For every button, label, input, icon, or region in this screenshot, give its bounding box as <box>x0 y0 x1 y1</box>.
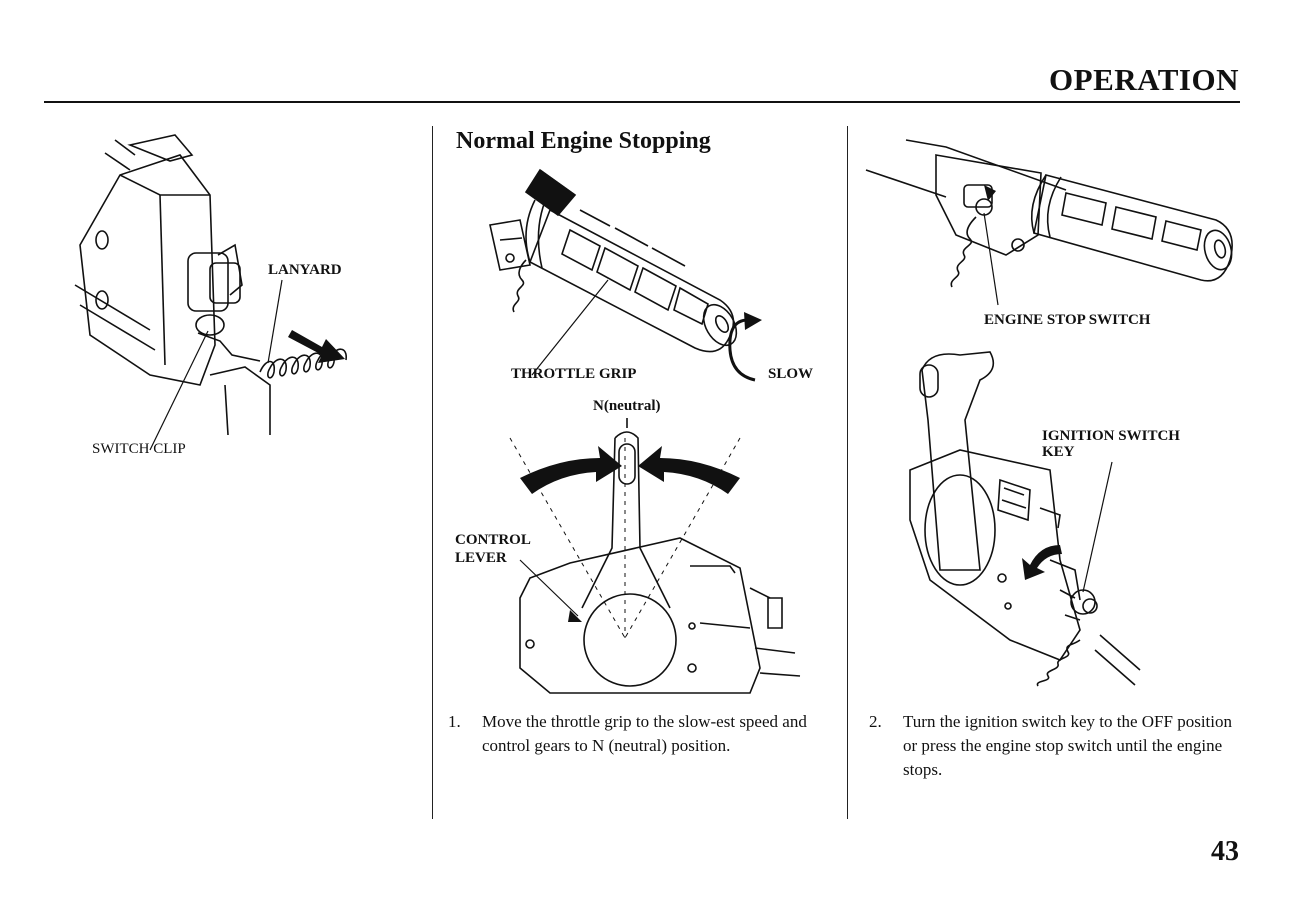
page-number: 43 <box>1211 836 1239 867</box>
neutral-label: N(neutral) <box>593 398 661 414</box>
step-2-number: 2. <box>869 712 882 731</box>
engine-stop-switch-illustration <box>866 135 1246 307</box>
switch-clip-label: SWITCH CLIP <box>92 441 186 457</box>
throttle-grip-label: THROTTLE GRIP <box>511 366 637 382</box>
step-1-number: 1. <box>448 712 461 731</box>
control-lever-label-line2: LEVER <box>455 550 507 566</box>
slow-label: SLOW <box>768 366 814 382</box>
lanyard-switch-clip-illustration <box>60 135 380 455</box>
page-header-title: OPERATION <box>1049 62 1239 97</box>
ignition-switch-key-label: IGNITION SWITCH KEY <box>1042 428 1180 460</box>
lanyard-label: LANYARD <box>268 262 342 278</box>
ignition-switch-label-line1: IGNITION SWITCH <box>1042 428 1180 444</box>
column-divider-left <box>432 126 433 819</box>
control-lever-illustration <box>450 418 820 700</box>
control-lever-label: CONTROL LEVER <box>455 531 531 567</box>
step-2-text: Turn the ignition switch key to the OFF … <box>903 712 1233 779</box>
section-title: Normal Engine Stopping <box>456 128 711 154</box>
ignition-key-illustration <box>900 340 1180 690</box>
column-divider-right <box>847 126 848 819</box>
throttle-grip-illustration <box>480 170 762 370</box>
engine-stop-switch-label: ENGINE STOP SWITCH <box>984 312 1151 328</box>
step-1-text: Move the throttle grip to the slow-est s… <box>482 712 807 755</box>
control-lever-label-line1: CONTROL <box>455 532 531 548</box>
step-2: 2. Turn the ignition switch key to the O… <box>869 710 1249 790</box>
header-rule <box>44 101 1240 103</box>
step-1: 1. Move the throttle grip to the slow-es… <box>448 710 828 790</box>
ignition-switch-label-line2: KEY <box>1042 444 1075 460</box>
